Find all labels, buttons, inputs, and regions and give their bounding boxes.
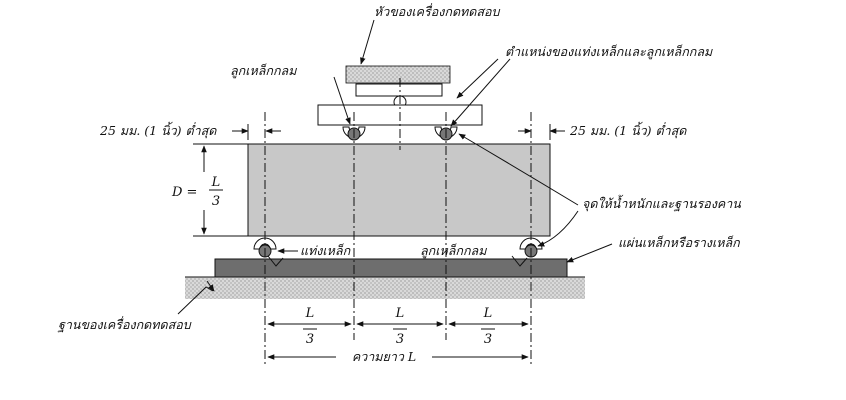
svg-text:L: L (305, 306, 315, 321)
svg-text:L: L (395, 306, 405, 321)
label-machine-head: หัวของเครื่องกดทดสอบ (374, 3, 501, 19)
label-span-length: ความยาว L (352, 349, 416, 364)
label-machine-base: ฐานของเครื่องกดทดสอบ (57, 316, 192, 333)
steel-plate (214, 258, 568, 278)
label-depth: D = (171, 185, 197, 200)
svg-text:L: L (483, 306, 493, 321)
label-steel-ball-top: ลูกเหล็กกลม (230, 63, 297, 79)
label-min-clear-left: 25 มม. (1 นิ้ว) ต่ำสุด (99, 121, 217, 139)
machine-base-ground (185, 277, 585, 299)
head-plate (355, 83, 443, 97)
fraction-span-3: L 3 (481, 306, 495, 347)
fraction-depth: L 3 (209, 175, 223, 209)
label-steel-plate: แผ่นเหล็กหรือรางเหล็ก (618, 235, 741, 250)
svg-text:L: L (211, 175, 221, 190)
label-load-support-points: จุดให้น้ำหนักและฐานรองคาน (582, 194, 741, 212)
machine-head (345, 65, 451, 84)
concrete-beam (247, 143, 551, 237)
svg-text:3: 3 (306, 332, 314, 347)
svg-text:3: 3 (484, 332, 492, 347)
label-min-clear-right: 25 มม. (1 นิ้ว) ต่ำสุด (569, 121, 687, 139)
svg-text:3: 3 (212, 194, 220, 209)
label-steel-ball-bottom: ลูกเหล็กกลม (420, 243, 487, 259)
svg-text:3: 3 (396, 332, 404, 347)
fraction-span-2: L 3 (393, 306, 407, 347)
label-steel-bar: แท่งเหล็ก (300, 243, 352, 258)
label-bar-ball-position: ตำแหน่งของแท่งเหล็กและลูกเหล็กกลม (505, 44, 713, 60)
fraction-span-1: L 3 (303, 306, 317, 347)
